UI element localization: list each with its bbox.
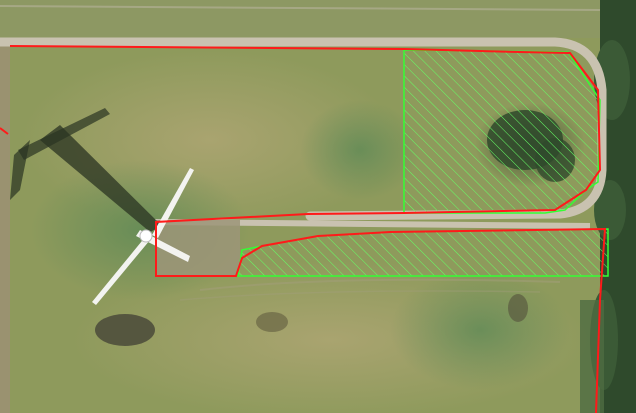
turbine-shadow bbox=[40, 125, 162, 232]
wet-depression bbox=[256, 312, 288, 332]
parcel-boundary bbox=[0, 127, 9, 135]
turbine-hub bbox=[139, 229, 153, 243]
field-track bbox=[179, 290, 541, 301]
turbine-shadow bbox=[18, 108, 110, 160]
tree-line-right bbox=[594, 180, 626, 240]
green-field-patch bbox=[390, 270, 570, 390]
turbine-shadow bbox=[10, 140, 30, 200]
farm-road bbox=[0, 37, 607, 221]
turbine-blade bbox=[152, 168, 194, 238]
parcel-boundary[interactable] bbox=[9, 45, 607, 413]
field-track bbox=[199, 278, 561, 291]
selected-area-polygon[interactable] bbox=[403, 49, 601, 214]
field-track bbox=[0, 5, 601, 11]
green-field-patch bbox=[300, 100, 420, 200]
left-edge-strip bbox=[0, 40, 10, 413]
wet-depression bbox=[508, 294, 528, 322]
wet-depression bbox=[95, 314, 155, 346]
turbine-blade bbox=[92, 236, 150, 305]
